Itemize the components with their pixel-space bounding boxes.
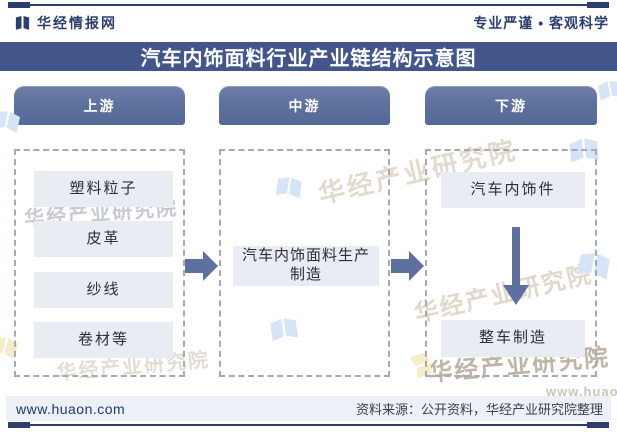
upstream-item: 塑料粒子 [34, 171, 173, 207]
bottom-rule [8, 424, 609, 426]
upstream-item: 卷材等 [34, 322, 173, 358]
watermark-book-icon [596, 78, 617, 102]
column-header-upstream: 上游 [14, 86, 185, 125]
upstream-item: 纱线 [34, 272, 173, 308]
down-arrow-icon [502, 227, 530, 305]
column-header-midstream: 中游 [219, 86, 390, 125]
title-bar: 汽车内饰面料行业产业链结构示意图 [0, 42, 617, 71]
page-title: 汽车内饰面料行业产业链结构示意图 [140, 48, 477, 70]
brand-slogan: 专业严谨 • 客观科学 [473, 15, 609, 31]
midstream-group-box [219, 149, 390, 377]
midstream-item: 汽车内饰面料生产制造 [233, 246, 379, 286]
brand: 华经情报网 [14, 13, 117, 33]
top-rule-right-cap [587, 2, 609, 8]
downstream-item: 汽车内饰件 [441, 172, 585, 208]
footer-bar: www.huaon.com 资料来源：公开资料，华经产业研究院整理 [6, 396, 611, 421]
brand-name: 华经情报网 [37, 15, 117, 31]
open-book-icon [14, 15, 31, 31]
upstream-group-box [14, 149, 185, 377]
footer-source: 资料来源：公开资料，华经产业研究院整理 [355, 402, 603, 417]
right-arrow-icon [391, 250, 424, 282]
footer-site-url: www.huaon.com [16, 400, 126, 417]
upstream-item: 皮革 [34, 221, 173, 257]
top-rule [8, 4, 609, 6]
right-arrow-icon [185, 250, 218, 282]
downstream-item: 整车制造 [441, 320, 585, 357]
column-header-downstream: 下游 [425, 86, 597, 125]
bottom-rule-right-cap [587, 422, 609, 428]
brand-row: 华经情报网 专业严谨 • 客观科学 [14, 10, 609, 36]
